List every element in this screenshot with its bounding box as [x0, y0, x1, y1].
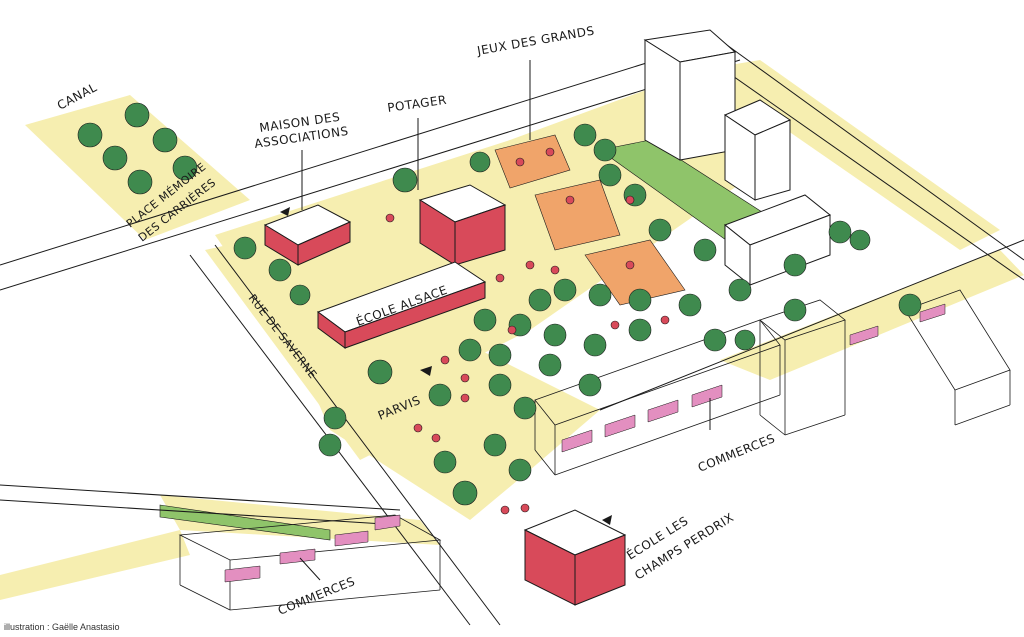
red-buildings — [263, 184, 627, 606]
potager-building — [418, 184, 507, 266]
rue-saverne-sidewalk — [205, 240, 400, 460]
label-commerces-left: COMMERCES — [276, 574, 357, 618]
tower-east — [724, 194, 831, 287]
lower-right-strip — [720, 250, 1024, 380]
lower-left-sidewalk — [160, 495, 440, 545]
ecole-champs-perdrix-building — [523, 509, 627, 606]
label-jeux: JEUX DES GRANDS — [475, 24, 596, 59]
label-commerces-right: COMMERCES — [696, 431, 777, 475]
shops-left-block — [178, 514, 442, 611]
far-right-wire-block — [904, 289, 1011, 426]
tower-north — [643, 29, 737, 161]
maison-des-associations-building — [263, 204, 352, 266]
grass-strip-left — [159, 504, 331, 541]
shops-right-block — [534, 319, 781, 476]
ecole-alsace-building — [316, 261, 487, 349]
label-leaders — [299, 60, 711, 581]
climbing-area — [534, 179, 621, 251]
right-street-strip — [700, 60, 1000, 250]
entrance-markers — [280, 207, 612, 525]
tower-middle — [723, 99, 792, 201]
lower-left-strip — [0, 530, 190, 600]
white-buildings — [643, 29, 831, 287]
shop-windows — [224, 303, 946, 583]
trees — [77, 102, 922, 506]
people — [385, 147, 670, 515]
illustration-credit: illustration : Gaëlle Anastasio — [4, 622, 120, 632]
wireframe-buildings — [178, 289, 1011, 611]
label-potager: POTAGER — [386, 93, 447, 115]
play-areas — [494, 134, 686, 306]
